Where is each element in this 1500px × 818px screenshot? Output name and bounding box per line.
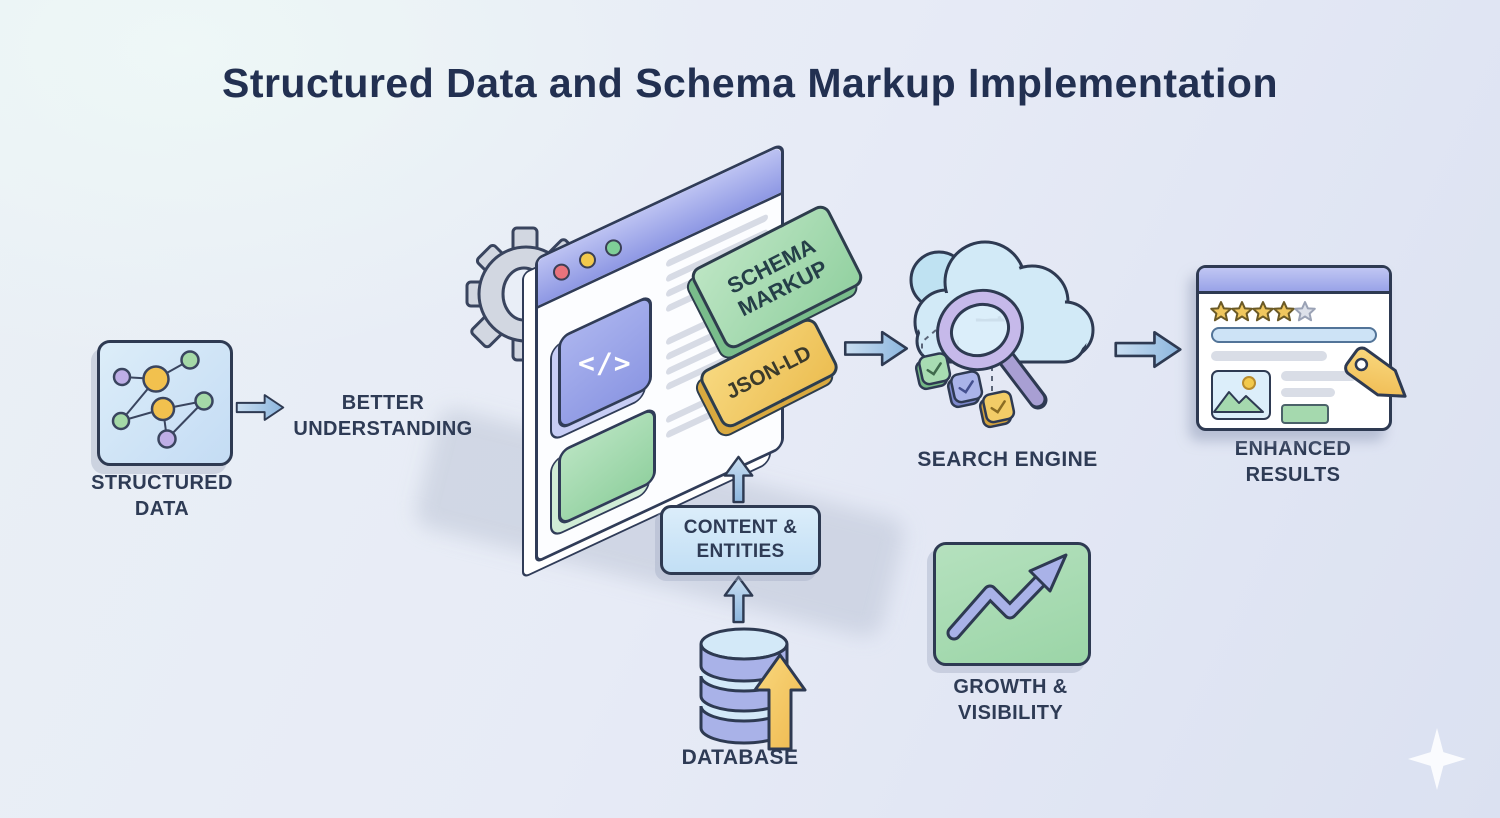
magnifier-icon [914,288,1048,429]
page-title: Structured Data and Schema Markup Implem… [221,60,1279,106]
traffic-light-red-icon [553,263,570,281]
price-tag-icon [1344,346,1407,398]
search-engine-label: SEARCH ENGINE [917,448,1098,471]
image-placeholder-icon [1211,370,1271,420]
star-rating-icon [1210,301,1316,322]
rating-star [1210,301,1232,322]
code-icon: </> [558,293,652,432]
result-green-button [1281,404,1329,424]
rating-star [1231,301,1253,322]
rating-star [1273,301,1295,322]
network-graph-icon [111,350,214,449]
code-glyph: </> [578,345,632,379]
check-badge-green-icon [914,352,952,391]
right-arrow-icon [235,394,285,421]
traffic-light-yellow-icon [579,251,596,269]
results-titlebar [1199,268,1389,294]
check-badge-purple-icon [946,370,984,409]
sparkle-icon [1408,728,1466,790]
content-entities-box: CONTENT &ENTITIES [660,505,821,575]
traffic-light-green-icon [605,238,622,256]
result-title-bar [1211,327,1377,343]
result-text-line [1281,371,1357,381]
up-arrow-icon [723,455,754,504]
rating-star [1294,301,1316,322]
structured-data-box [97,340,233,466]
database-icon [699,627,789,745]
growth-visibility-box [933,542,1091,666]
trend-up-icon [946,553,1068,641]
up-arrow-icon [723,575,754,624]
growth-visibility-label: GROWTH &VISIBILITY [953,676,1068,724]
database-label: DATABASE [681,746,799,769]
right-arrow-icon [1114,330,1182,369]
result-text-line [1211,351,1327,361]
upload-arrow-icon [753,653,807,751]
rating-star [1252,301,1274,322]
right-arrow-icon [843,330,909,367]
check-badge-yellow-icon [978,390,1016,429]
result-text-line [1281,388,1335,397]
